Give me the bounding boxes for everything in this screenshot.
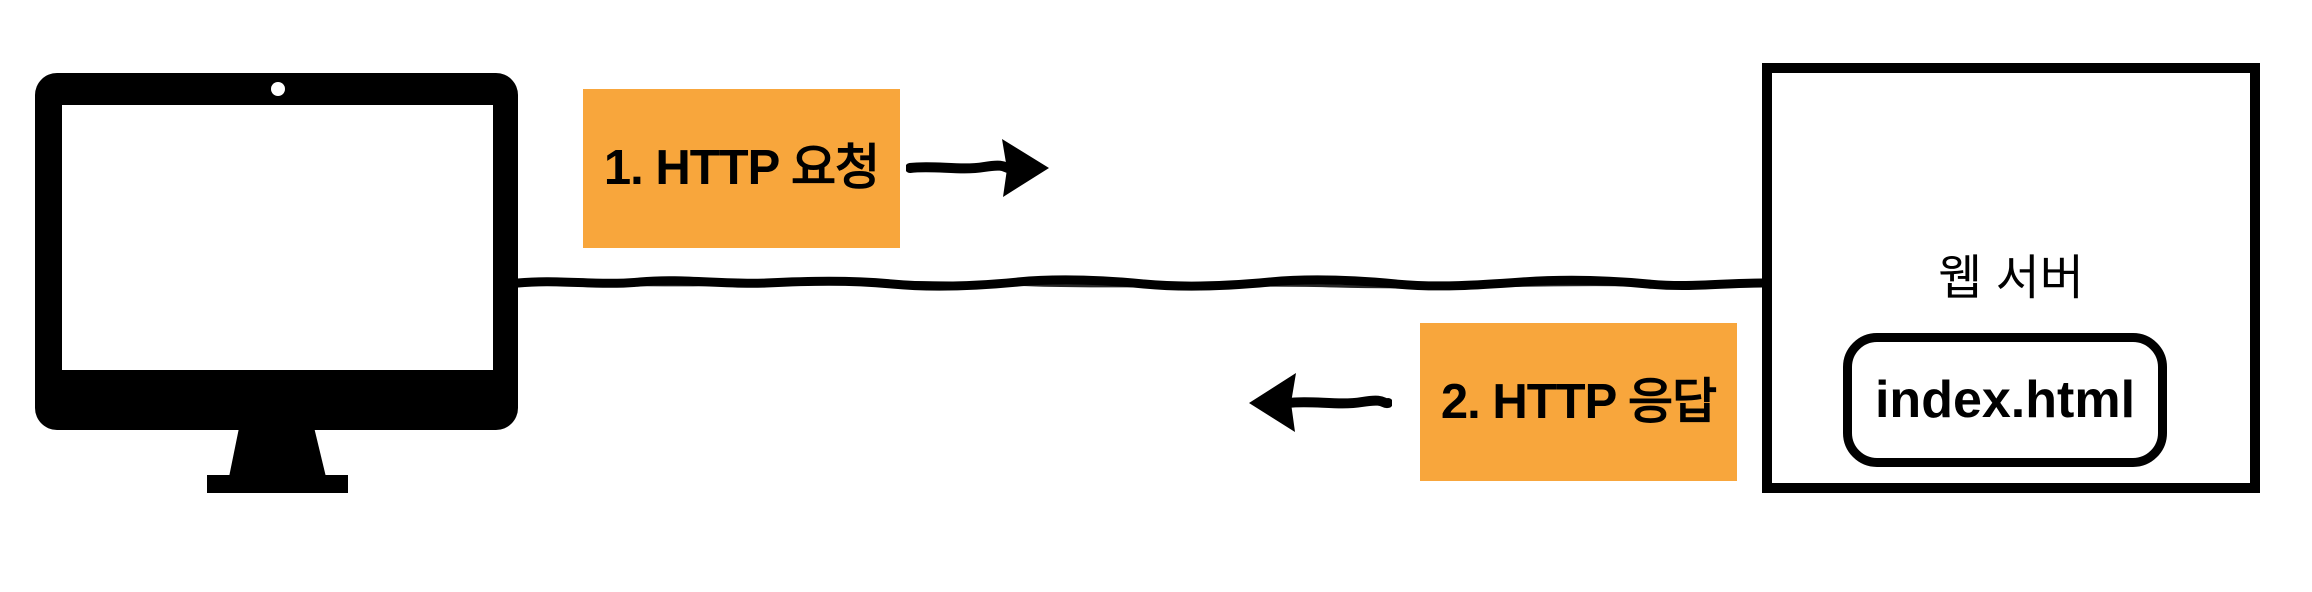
index-file-label: index.html	[1874, 371, 2136, 429]
arrow-right-icon	[906, 139, 1049, 197]
desktop-monitor-icon	[35, 73, 518, 493]
http-request-label: 1. HTTP 요청	[603, 141, 880, 195]
arrow-left-icon	[1249, 373, 1392, 432]
http-response-label: 2. HTTP 응답	[1440, 374, 1717, 429]
index-file-box: index.html	[1843, 333, 2167, 467]
monitor-screen	[62, 105, 493, 370]
http-response-box: 2. HTTP 응답	[1420, 323, 1737, 481]
http-request-box: 1. HTTP 요청	[583, 89, 900, 248]
monitor-stand-base	[207, 475, 348, 493]
web-server-title: 웹 서버	[1938, 252, 2084, 305]
monitor-stand-neck	[229, 423, 326, 477]
monitor-camera-dot	[271, 82, 285, 96]
web-server-box: 웹 서버 index.html	[1762, 63, 2260, 493]
connection-line	[516, 275, 1764, 291]
